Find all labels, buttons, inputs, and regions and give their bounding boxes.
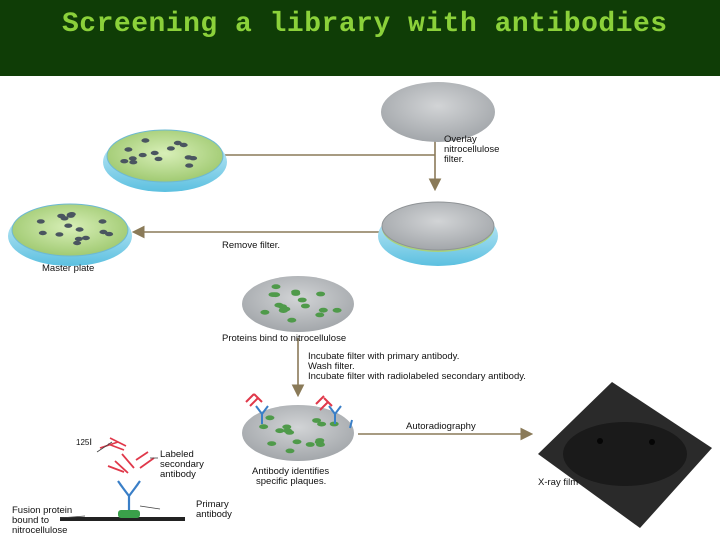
- label-labeled-secondary-line-2: secondary: [160, 459, 204, 470]
- plaque: [128, 156, 137, 161]
- plaque: [129, 160, 138, 165]
- label-labeled-secondary: Labeled secondary antibody: [160, 450, 204, 480]
- protein-spot: [275, 428, 285, 434]
- plaque: [166, 146, 175, 151]
- plaque: [189, 156, 198, 161]
- protein-spot: [300, 303, 310, 309]
- plaque: [98, 219, 107, 224]
- slide-header: Screening a library with antibodies: [0, 0, 720, 76]
- plaque: [55, 232, 64, 237]
- antibody-filter-spots: [259, 415, 339, 454]
- protein-spot: [318, 307, 328, 313]
- plaque: [64, 223, 73, 228]
- plaque: [124, 147, 133, 152]
- antibody-detail-inset: [59, 437, 185, 521]
- protein-spot: [332, 307, 342, 313]
- slide-title: Screening a library with antibodies: [62, 9, 668, 40]
- plaque: [81, 235, 90, 241]
- plaque: [173, 140, 182, 146]
- filter-protein-spots: [242, 276, 354, 332]
- plaque: [75, 227, 84, 232]
- protein-spot: [315, 438, 325, 443]
- label-master-plate: Master plate: [42, 263, 95, 274]
- filter-antibody-bound: [242, 405, 354, 461]
- protein-spot: [317, 421, 327, 427]
- protein-spot: [271, 284, 281, 290]
- plaques-master-plate: [36, 212, 114, 246]
- label-labeled-secondary-line-1: Labeled: [160, 449, 194, 460]
- protein-spot: [282, 424, 292, 430]
- label-isotope: 125I: [76, 438, 92, 448]
- label-antibody-identifies-line-1: Antibody identifies: [252, 466, 330, 477]
- protein-spot: [278, 304, 287, 309]
- plaque: [57, 213, 66, 219]
- protein-spot: [283, 428, 293, 434]
- label-fusion-protein: Fusion protein bound to nitrocellulose: [12, 506, 72, 536]
- label-remove-filter: Remove filter.: [222, 240, 281, 251]
- label-proteins-bind: Proteins bind to nitrocellulose: [222, 333, 347, 344]
- protein-spot: [285, 448, 295, 454]
- protein-spot: [316, 291, 326, 297]
- petri-dish-with-filter: [378, 201, 498, 266]
- label-labeled-secondary-line-3: antibody: [160, 469, 196, 480]
- protein-spot: [315, 312, 325, 318]
- protein-spot: [268, 292, 278, 297]
- protein-spot: [305, 442, 315, 447]
- plaque: [141, 138, 150, 143]
- protein-spot: [265, 415, 275, 421]
- xray-film: [538, 382, 712, 528]
- label-overlay-line-2: nitrocellulose: [444, 144, 500, 155]
- label-wash-filter: Wash filter.: [308, 361, 355, 372]
- plaque: [150, 150, 159, 156]
- petri-dish-top: [103, 129, 227, 192]
- label-overlay-filter: Overlay nitrocellulose filter.: [444, 135, 499, 165]
- protein-spot: [291, 289, 301, 295]
- protein-spot: [260, 309, 270, 315]
- label-primary-antibody-line-1: Primary: [196, 499, 229, 510]
- nitrocellulose-filter-overlay: [381, 82, 495, 142]
- plaque: [74, 236, 83, 242]
- label-fusion-protein-line-2: bound to: [12, 515, 49, 526]
- label-primary-antibody: Primary antibody: [196, 500, 232, 520]
- label-isotope-mass: 125: [76, 438, 90, 447]
- protein-spot: [287, 317, 297, 323]
- label-overlay-line-3: filter.: [444, 154, 465, 165]
- plaque: [38, 230, 47, 236]
- bound-antibodies-on-filter: [245, 393, 353, 429]
- label-fusion-protein-line-1: Fusion protein: [12, 505, 73, 516]
- diagram-canvas: Overlay nitrocellulose filter. Remove fi…: [0, 76, 720, 540]
- label-xray-film: X-ray film: [538, 477, 579, 488]
- label-incubate-steps: Incubate filter with primary antibody. W…: [308, 352, 526, 382]
- plaque: [105, 231, 114, 237]
- plaque: [185, 163, 194, 168]
- protein-spot: [292, 439, 302, 445]
- plaque: [99, 229, 108, 235]
- protein-spots: [260, 284, 342, 323]
- label-fusion-protein-line-3: nitrocellulose: [12, 525, 68, 536]
- protein-spot: [267, 441, 277, 446]
- label-autoradiography: Autoradiography: [406, 421, 476, 432]
- plaque: [120, 159, 129, 164]
- plaques-top-plate: [120, 138, 198, 168]
- label-antibody-identifies-line-2: specific plaques.: [256, 476, 327, 487]
- label-incubate-primary: Incubate filter with primary antibody.: [308, 351, 460, 362]
- plaque: [154, 156, 163, 162]
- protein-spot: [278, 307, 288, 313]
- plaque: [66, 213, 75, 218]
- label-incubate-secondary: Incubate filter with radiolabeled second…: [308, 371, 526, 382]
- protein-spot: [297, 297, 307, 303]
- label-isotope-symbol: I: [89, 437, 92, 448]
- protein-spot: [259, 424, 269, 430]
- protein-spot: [312, 418, 322, 423]
- plaque: [36, 219, 45, 224]
- plaque: [138, 152, 147, 158]
- label-primary-antibody-line-2: antibody: [196, 509, 232, 520]
- label-overlay-line-1: Overlay: [444, 134, 477, 145]
- plaque: [179, 142, 188, 148]
- diagram-graphics: [8, 82, 712, 528]
- label-antibody-identifies: Antibody identifies specific plaques.: [252, 467, 329, 487]
- plaque: [73, 240, 82, 246]
